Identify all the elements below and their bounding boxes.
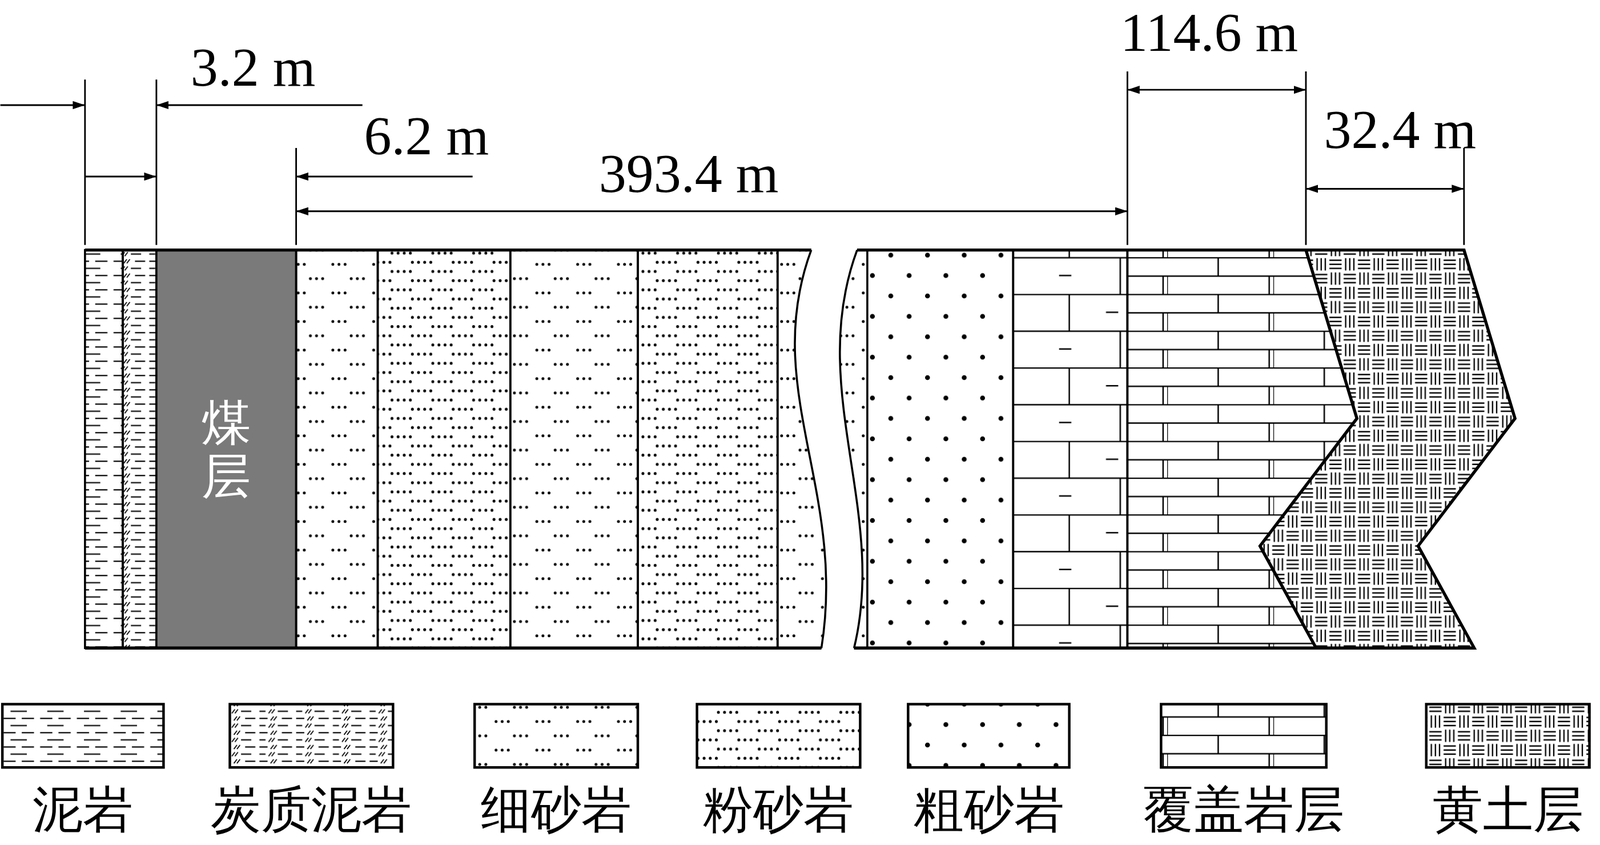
- dimension-label: 114.6 m: [1120, 5, 1298, 60]
- dimension-label: 32.4 m: [1323, 102, 1477, 158]
- legend-label: 泥岩: [32, 784, 134, 835]
- layer-name: 煤层: [201, 395, 251, 504]
- legend-label: 粉砂岩: [702, 784, 854, 835]
- dimension-label: 393.4 m: [599, 146, 779, 201]
- legend-label: 覆盖岩层: [1143, 784, 1345, 835]
- legend-label: 炭质泥岩: [210, 784, 412, 835]
- dimension-label: 3.2 m: [190, 39, 316, 95]
- legend-label: 粗砂岩: [913, 784, 1065, 835]
- coal-seam-band: 煤层: [155, 250, 296, 649]
- legend-label: 细砂岩: [480, 784, 632, 835]
- dimension-label: 6.2 m: [364, 108, 490, 164]
- legend-label: 黄土层: [1432, 784, 1584, 835]
